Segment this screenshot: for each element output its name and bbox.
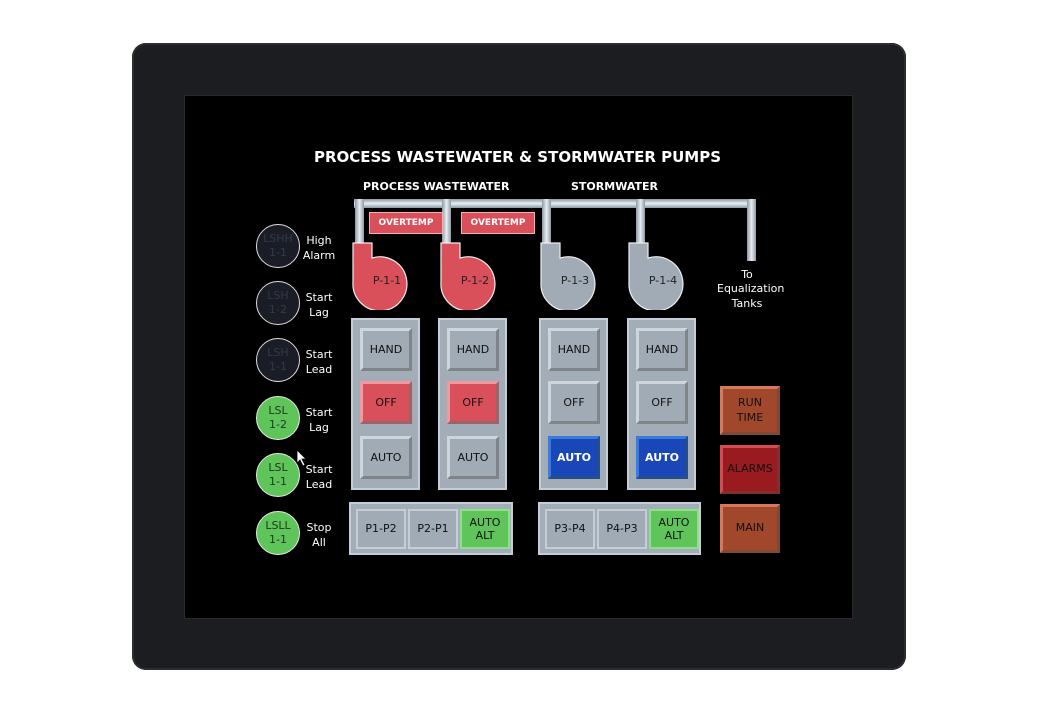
p1-p2-button[interactable]: P1-P2 <box>356 509 406 549</box>
off-button[interactable]: OFF <box>548 381 600 424</box>
hand-button[interactable]: HAND <box>636 328 688 371</box>
overtemp-alarm-p-1-2[interactable]: OVERTEMP <box>461 212 535 234</box>
pump-label: P-1-4 <box>648 274 678 287</box>
page-title: PROCESS WASTEWATER & STORMWATER PUMPS <box>313 148 722 166</box>
auto-alt-line: ALT <box>475 529 495 542</box>
level-tag: 1-2 <box>269 303 287 316</box>
pump-icon <box>540 242 596 310</box>
level-label-line: Start <box>305 463 333 476</box>
auto-button[interactable]: AUTO <box>360 436 412 479</box>
level-label-line: Lead <box>305 362 333 376</box>
level-tag: LSL <box>268 460 288 474</box>
auto-alt-line: AUTO <box>658 515 690 529</box>
pump-p-1-1[interactable]: P-1-1 <box>352 242 414 310</box>
level-label-line: Stop <box>306 521 332 534</box>
pump-mode-panel-p-1-1: HAND OFF AUTO <box>351 318 420 490</box>
destination-line: Equalization <box>717 282 785 296</box>
level-label-line: All <box>312 535 326 549</box>
overtemp-alarm-p-1-1[interactable]: OVERTEMP <box>369 212 443 234</box>
pump-riser-pipe <box>542 199 551 245</box>
off-button[interactable]: OFF <box>447 381 499 424</box>
pump-icon <box>440 242 496 310</box>
level-label-line: Start <box>305 406 333 419</box>
pump-icon <box>628 242 684 310</box>
destination-label: To Equalization Tanks <box>717 268 785 311</box>
p4-p3-button[interactable]: P4-P3 <box>597 509 647 549</box>
level-label-line: Alarm <box>302 248 336 262</box>
p3-p4-button[interactable]: P3-P4 <box>545 509 595 549</box>
p2-p1-button[interactable]: P2-P1 <box>408 509 458 549</box>
destination-line: To <box>741 268 753 281</box>
auto-alt-line: AUTO <box>469 515 501 529</box>
level-tag: 1-1 <box>269 533 287 546</box>
hand-button[interactable]: HAND <box>548 328 600 371</box>
hand-button[interactable]: HAND <box>360 328 412 371</box>
section-process-label: PROCESS WASTEWATER <box>363 180 510 193</box>
level-tag: LSH <box>267 288 289 302</box>
pump-p-1-3[interactable]: P-1-3 <box>540 242 602 310</box>
pump-mode-panel-p-1-2: HAND OFF AUTO <box>438 318 507 490</box>
pump-p-1-2[interactable]: P-1-2 <box>440 242 502 310</box>
destination-line: Tanks <box>731 296 763 310</box>
level-label-line: High <box>306 234 332 247</box>
hand-button[interactable]: HAND <box>447 328 499 371</box>
main-button[interactable]: MAIN <box>720 504 780 553</box>
pump-label: P-1-3 <box>560 274 590 287</box>
off-button[interactable]: OFF <box>636 381 688 424</box>
pump-mode-panel-p-1-3: HAND OFF AUTO <box>539 318 608 490</box>
pump-label: P-1-2 <box>460 274 490 287</box>
level-label-line: Lag <box>309 420 329 434</box>
auto-button[interactable]: AUTO <box>548 436 600 479</box>
auto-alt-line: ALT <box>664 529 684 542</box>
pump-riser-pipe <box>636 199 645 245</box>
pump-riser-pipe <box>355 199 364 245</box>
run-time-line: TIME <box>736 410 764 424</box>
pump-mode-panel-p-1-4: HAND OFF AUTO <box>627 318 696 490</box>
discharge-outlet-pipe <box>747 199 756 261</box>
mouse-cursor-icon <box>296 449 307 467</box>
level-label-line: Start <box>305 291 333 304</box>
level-tag: 1-1 <box>269 246 287 259</box>
run-time-line: RUN <box>738 396 762 410</box>
level-label-line: Lead <box>305 477 333 491</box>
pump-riser-pipe <box>442 199 451 245</box>
discharge-header-pipe <box>354 199 756 208</box>
off-button[interactable]: OFF <box>360 381 412 424</box>
alarms-button[interactable]: ALARMS <box>720 445 780 494</box>
level-tag: LSH <box>267 345 289 359</box>
pump-icon <box>352 242 408 310</box>
level-tag: LSLL <box>265 518 291 532</box>
auto-button[interactable]: AUTO <box>447 436 499 479</box>
pump-label: P-1-1 <box>372 274 402 287</box>
section-storm-label: STORMWATER <box>571 180 658 193</box>
level-label-line: Lag <box>309 305 329 319</box>
level-tag: 1-2 <box>269 418 287 431</box>
level-tag: 1-1 <box>269 360 287 373</box>
level-tag: 1-1 <box>269 475 287 488</box>
pump-p-1-4[interactable]: P-1-4 <box>628 242 690 310</box>
level-tag: LSL <box>268 403 288 417</box>
level-label-line: Start <box>305 348 333 361</box>
level-tag: LSHH <box>263 231 293 245</box>
auto-button[interactable]: AUTO <box>636 436 688 479</box>
